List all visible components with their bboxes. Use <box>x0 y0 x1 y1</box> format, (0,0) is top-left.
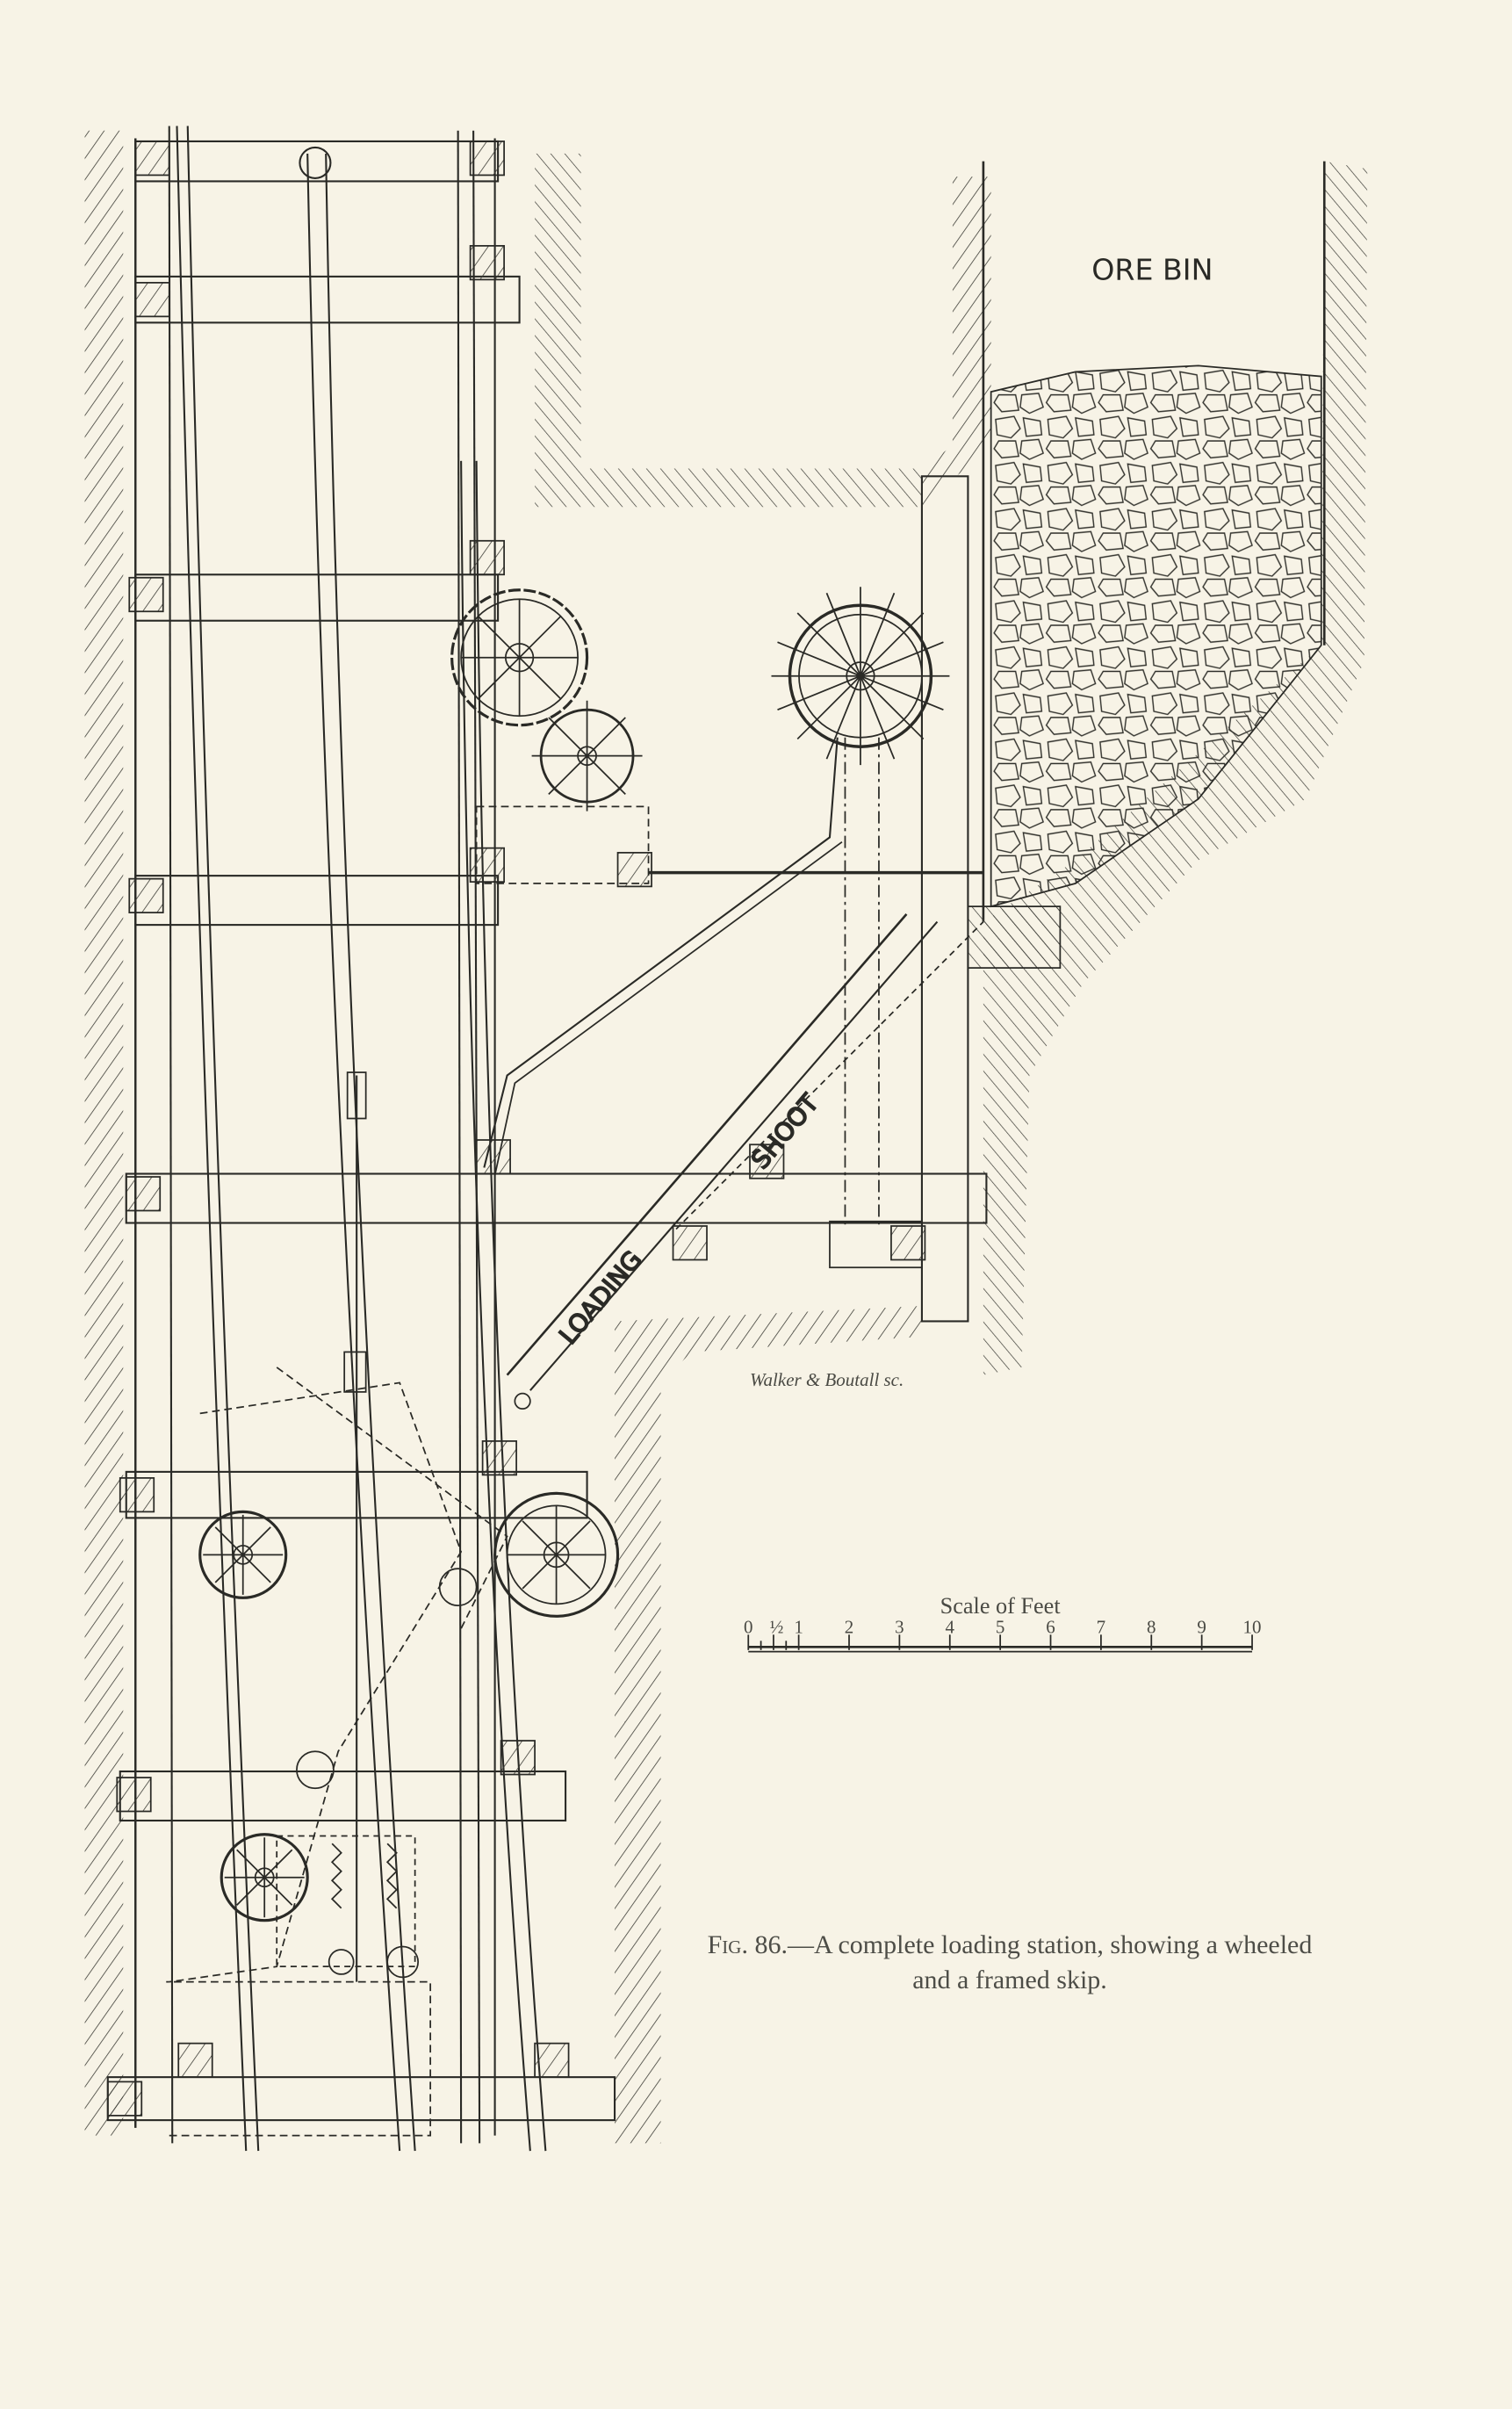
shaft-framing <box>106 126 988 2152</box>
figure-caption: Fig. 86.—A complete loading station, sho… <box>694 1928 1326 1998</box>
upper-rock-ledge <box>535 153 922 508</box>
bin-gate-timber <box>967 905 1062 969</box>
hand-wheel-large <box>771 587 950 766</box>
scale-tick-label: 10 <box>1243 1617 1262 1638</box>
hand-wheel-small <box>531 700 643 811</box>
caption-text: —A complete loading station, showing a w… <box>787 1930 1313 1994</box>
scale-tick-label: ½ <box>770 1617 784 1638</box>
scale-tick-label: 9 <box>1197 1617 1206 1638</box>
scale-tick-label: 1 <box>794 1617 803 1638</box>
ore-pile <box>990 364 1322 908</box>
figure-number: Fig. 86. <box>707 1930 788 1959</box>
rock-walls <box>84 130 1368 2144</box>
ore-bin-left-rock <box>921 177 991 508</box>
scale-tick-label: 3 <box>895 1617 904 1638</box>
shoot-label: SHOOT <box>745 1088 824 1174</box>
right-rock-wall <box>983 161 1368 1375</box>
ore-bin-label: ORE BIN <box>1091 252 1213 286</box>
skip-wheel-right <box>493 1491 620 1618</box>
left-rock-wall <box>84 130 124 2136</box>
scale-title: Scale of Feet <box>940 1593 1062 1619</box>
scale-tick-label: 5 <box>996 1617 1005 1638</box>
scale-tick-label: 2 <box>845 1617 854 1638</box>
scale-tick-label: 0 <box>744 1617 753 1638</box>
scale-tick-label: 6 <box>1046 1617 1055 1638</box>
scale-tick-label: 4 <box>946 1617 955 1638</box>
scale-tick-label: 7 <box>1097 1617 1106 1638</box>
wheels <box>198 587 950 1979</box>
skip-wheel-lower <box>220 1833 309 1922</box>
ore-bin: ORE BIN <box>920 161 1326 1323</box>
skip-wheel-upper <box>450 588 589 727</box>
skip-wheel-left <box>198 1510 288 1599</box>
scale-tick-label: 8 <box>1147 1617 1156 1638</box>
lower-rock-wall <box>615 1305 922 2144</box>
engraver-signature: Walker & Boutall sc. <box>750 1369 904 1390</box>
